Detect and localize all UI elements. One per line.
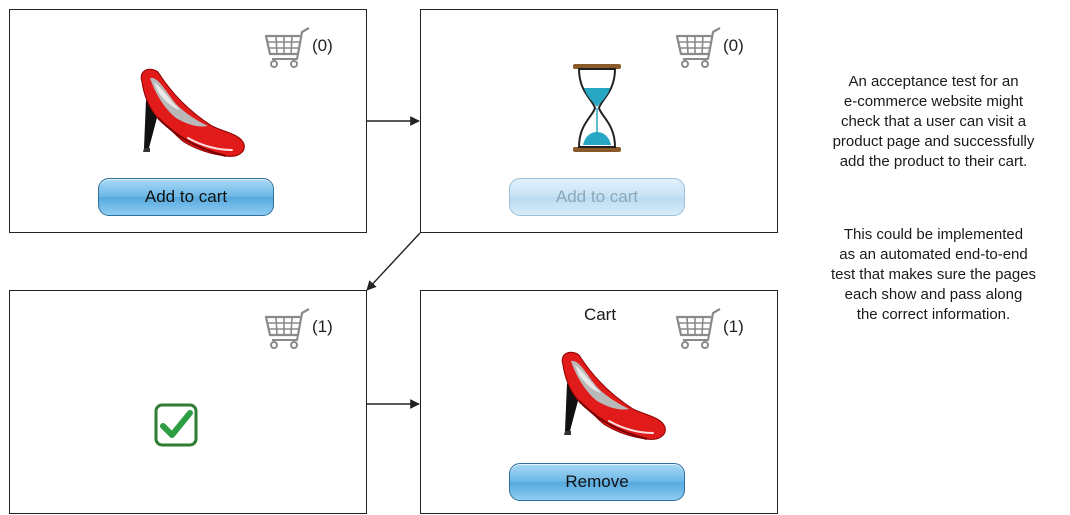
page-title: Cart: [583, 305, 617, 324]
caption-line: test that makes sure the pages: [830, 266, 1037, 283]
cart-count: (1): [312, 317, 333, 336]
caption-line: add the product to their cart.: [839, 153, 1028, 170]
success-panel: (1): [9, 290, 367, 514]
caption-line: each show and pass along: [844, 286, 1023, 303]
loading-panel: (0) Add to cart: [420, 9, 778, 233]
arrow-icon: [366, 232, 421, 291]
cart-indicator[interactable]: (1): [264, 307, 344, 351]
cart-icon: [264, 307, 312, 351]
caption-line: e-commerce website might: [843, 93, 1024, 110]
cart-count: (0): [723, 36, 744, 55]
caption-acceptance-test: An acceptance test for an e-commerce web…: [796, 72, 1070, 172]
cart-indicator[interactable]: (0): [264, 26, 344, 70]
cart-icon: [675, 307, 723, 351]
cart-count: (0): [312, 36, 333, 55]
shoe-icon: [549, 347, 669, 447]
caption-line: check that a user can visit a: [840, 113, 1027, 130]
cart-page-panel: Cart (1) Remove: [420, 290, 778, 514]
checkmark-icon: [154, 403, 198, 447]
add-to-cart-button[interactable]: Add to cart: [98, 178, 274, 216]
cart-indicator[interactable]: (1): [675, 307, 755, 351]
caption-line: product page and successfully: [832, 133, 1035, 150]
caption-line: This could be implemented: [843, 226, 1024, 243]
hourglass-icon: [573, 64, 621, 152]
product-page-panel: (0) Add to cart: [9, 9, 367, 233]
caption-line: An acceptance test for an: [848, 73, 1019, 90]
cart-icon: [675, 26, 723, 70]
add-to-cart-button-disabled: Add to cart: [509, 178, 685, 216]
cart-count: (1): [723, 317, 744, 336]
shoe-icon: [128, 64, 248, 164]
cart-icon: [264, 26, 312, 70]
cart-indicator[interactable]: (0): [675, 26, 755, 70]
caption-line: as an automated end-to-end: [839, 246, 1028, 263]
caption-end-to-end: This could be implemented as an automate…: [796, 225, 1070, 325]
caption-line: the correct information.: [856, 306, 1011, 323]
remove-button[interactable]: Remove: [509, 463, 685, 501]
